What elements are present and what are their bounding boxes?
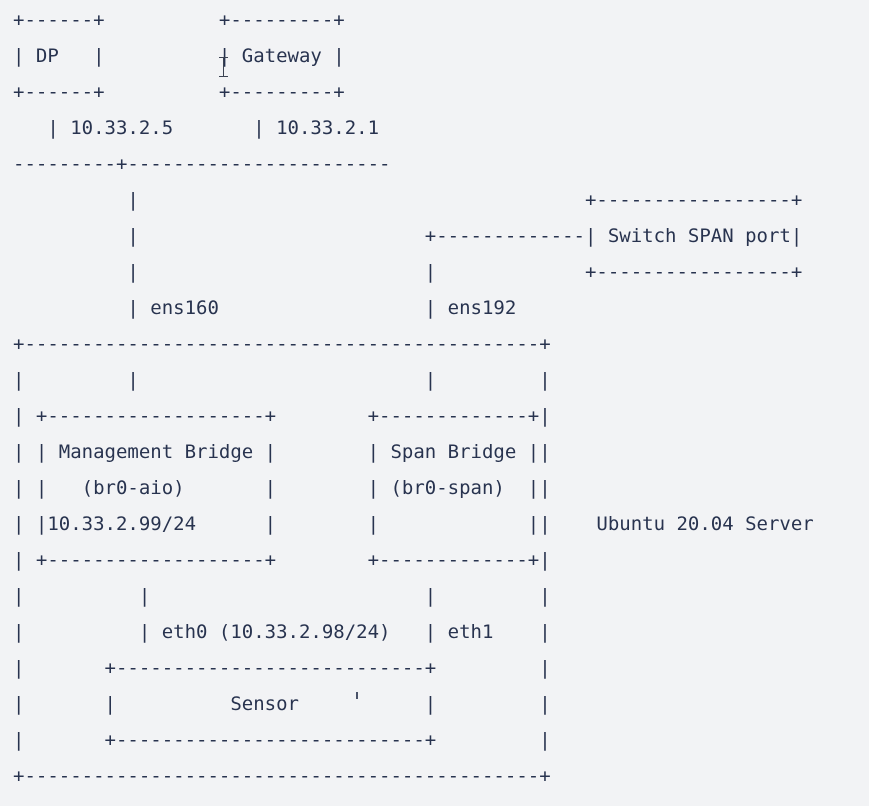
ascii-network-topology-diagram: +------+ +---------+ | DP | | Gateway | … <box>13 9 814 787</box>
